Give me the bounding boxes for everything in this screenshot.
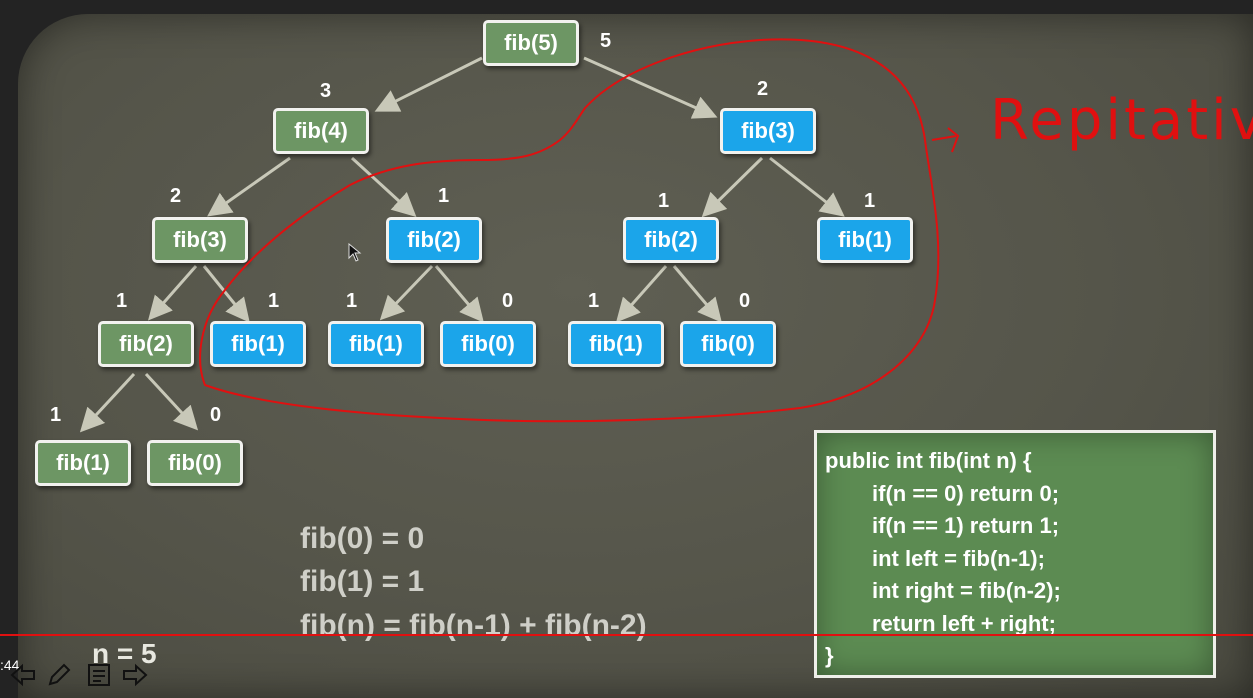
tree-node-fib3-right: fib(3) [720,108,816,154]
formula-base-one: fib(1) = 1 [300,565,425,598]
tree-node-fib0: fib(0) [440,321,536,367]
node-value: 0 [502,290,514,312]
edge [434,265,484,323]
back-arrow-icon[interactable] [10,662,36,688]
tree-node-fib0-leaf: fib(0) [147,440,243,486]
code-line: int right = fib(n-2); [872,578,1061,603]
tree-node-fib2: fib(2) [623,217,719,263]
tree-node-fib4: fib(4) [273,108,369,154]
node-value: 2 [170,185,182,207]
edge [202,265,250,323]
tree-node-fib2: fib(2) [386,217,482,263]
code-line: public int fib(int n) { [825,448,1032,473]
tree-node-fib3-left: fib(3) [152,217,248,263]
annotation-text: Repitative [990,88,1253,153]
tree-node-fib2-left: fib(2) [98,321,194,367]
code-line: if(n == 0) return 0; [872,480,1060,506]
node-value: 1 [658,190,670,212]
formula-base-zero: fib(0) = 0 [300,522,425,555]
edge [379,264,434,321]
code-line: } [825,643,834,668]
code-line: if(n == 1) return 1; [872,513,1060,538]
edge [672,265,722,323]
edge [144,372,199,431]
node-value: 1 [268,290,280,312]
node-value: 3 [320,80,332,102]
node-value: 1 [588,290,600,312]
code-line: return left + right; [872,610,1056,636]
tree-node-fib1: fib(1) [210,321,306,367]
tree-node-fib1-leaf: fib(1) [35,440,131,486]
node-value: 1 [346,290,358,312]
code-line: int left = fib(n-1); [872,545,1045,571]
n-label: n = 5 [92,638,157,669]
tree-node-fib1: fib(1) [568,321,664,367]
tree-node-fib0: fib(0) [680,321,776,367]
arrow-stroke [931,127,960,153]
tree-node-fib5: fib(5) [483,20,579,66]
tree-node-fib1: fib(1) [328,321,424,367]
node-value: 5 [600,30,612,52]
node-value: 1 [438,185,450,207]
edge [583,56,718,119]
mouse-cursor-icon [348,243,362,262]
forward-arrow-icon[interactable] [122,662,148,688]
node-value: 0 [739,290,751,312]
node-value: 1 [50,404,62,426]
edge [374,56,483,112]
node-value: 1 [116,290,128,312]
edge [148,265,198,321]
node-value: 0 [210,404,222,426]
code-box: public int fib(int n) { if(n == 0) retur… [814,430,1216,678]
node-value: 2 [757,78,769,100]
notes-icon[interactable] [86,662,112,688]
node-value: 1 [864,190,876,212]
edge [350,156,417,218]
repetition-circle [199,38,940,423]
edge [207,156,291,217]
edge [701,156,764,218]
pen-icon[interactable] [46,662,72,688]
tree-node-fib1: fib(1) [817,217,913,263]
playback-time: :44 [0,657,20,673]
edge [79,372,136,433]
formula-recurrence: fib(n) = fib(n-1) + fib(n-2) [300,609,647,642]
edge [616,265,668,323]
edge [769,156,845,217]
